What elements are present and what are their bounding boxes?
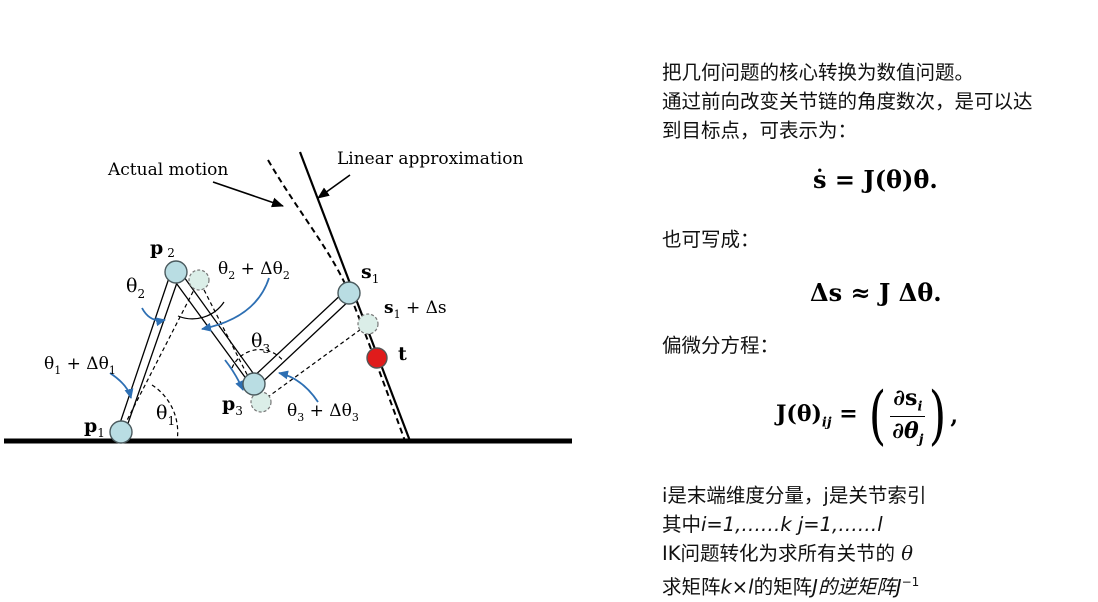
end-effector-perturbed	[357, 313, 379, 335]
joint-p2-perturbed	[188, 269, 210, 291]
label-theta2-delta: θ2 + Δθ2	[218, 259, 290, 282]
label-theta1-delta: θ1 + Δθ1	[44, 354, 116, 377]
label-theta3: θ3	[251, 330, 270, 356]
label-theta1: θ1	[156, 402, 175, 428]
notes-line-1: i是末端维度分量，j是关节索引	[662, 484, 927, 507]
theta2-small-arrow	[141, 307, 166, 327]
theta3-rotation-arrow	[224, 359, 244, 391]
theta3-delta-arrow	[278, 370, 319, 403]
actual-motion-label: Actual motion	[107, 160, 228, 180]
actual-motion-arrow	[212, 181, 284, 208]
theta1-arc	[151, 384, 179, 442]
theta2-rotation-arrow	[201, 277, 270, 332]
label-t: t	[398, 343, 407, 365]
label-s1: s1	[361, 261, 379, 286]
notes-line-2: 其中i=1,……k j=1,……l	[662, 513, 883, 536]
intro-line-1: 把几何问题的核心转换为数值问题。	[662, 61, 975, 84]
end-effector-s1	[337, 281, 361, 305]
target-point	[366, 347, 388, 369]
explanation-panel: 把几何问题的核心转换为数值问题。 通过前向改变关节链的角度数次，是可以达 到目标…	[650, 0, 1098, 599]
intro-line-2: 通过前向改变关节链的角度数次，是可以达	[662, 90, 1033, 113]
notes-line-4: 求矩阵k×l的矩阵J的逆矩阵J−1	[662, 575, 920, 599]
label-p3: p3	[222, 393, 243, 418]
joint-p3	[242, 372, 266, 396]
equation-velocity: ṡ = J(θ)θ̇.	[813, 165, 938, 194]
intro-paragraph: 把几何问题的核心转换为数值问题。 通过前向改变关节链的角度数次，是可以达 到目标…	[662, 58, 1033, 145]
theta3-arc	[231, 348, 285, 369]
theta2-arc	[177, 301, 225, 320]
intro-line-3: 到目标点，可表示为：	[662, 119, 858, 142]
theta1-rotation-arrow	[109, 372, 134, 399]
equation-delta: Δs ≈ J Δθ.	[810, 278, 942, 307]
pde-label: 偏微分方程：	[662, 334, 780, 357]
label-theta2: θ2	[126, 275, 145, 301]
equation-jacobian: J(θ)ij = (∂si∂θj),	[776, 379, 959, 453]
notes-paragraph: i是末端维度分量，j是关节索引 其中i=1,……k j=1,……l IK问题转化…	[662, 481, 926, 602]
label-s1-plus-ds: s1 + Δs	[384, 298, 447, 321]
alt-form-label: 也可写成：	[662, 228, 760, 251]
notes-line-3: IK问题转化为求所有关节的 θ	[662, 542, 913, 565]
joint-p1	[109, 420, 133, 444]
label-p1: p1	[84, 415, 105, 440]
label-theta3-delta: θ3 + Δθ3	[287, 401, 359, 424]
linear-approximation-label: Linear approximation	[337, 149, 523, 169]
linear-approximation-arrow	[317, 174, 351, 199]
joint-p2	[164, 260, 188, 284]
